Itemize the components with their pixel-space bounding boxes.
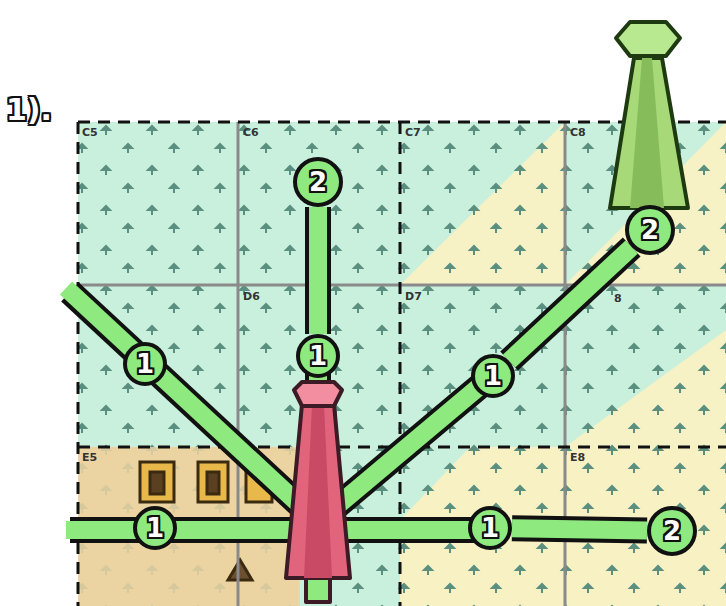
cell-name: C5: [82, 126, 98, 139]
route-circle: 1: [471, 354, 515, 398]
route-lines: [66, 288, 493, 530]
route-number: 2: [309, 169, 327, 195]
route-number: 1: [484, 363, 502, 389]
grass-ground: [78, 122, 726, 606]
route-number: 1: [481, 515, 499, 541]
cell-name: E8: [570, 451, 585, 464]
route-outline: [305, 207, 331, 334]
cell-name: E5: [82, 451, 97, 464]
cell-name: D6: [243, 290, 260, 303]
green-tower: [610, 22, 688, 208]
cell-name: 8: [614, 292, 622, 305]
cell-name: C8: [570, 126, 586, 139]
red-tower: [286, 382, 350, 602]
cell-name: C6: [243, 126, 259, 139]
route-number: 1: [146, 515, 164, 541]
tree-texture: [78, 122, 726, 606]
route-outline: [512, 528, 647, 530]
route-circle: 1: [296, 334, 340, 378]
route-circle: 2: [647, 506, 697, 556]
region-borders: [78, 122, 726, 606]
route-line: [512, 528, 647, 530]
grid-lines: [78, 122, 726, 606]
route-number: 2: [641, 217, 659, 243]
map-number: 1).: [6, 92, 52, 127]
route-number: 1: [136, 351, 154, 377]
route-outline: [509, 247, 632, 361]
route-line: [509, 247, 632, 361]
route-circle: 2: [625, 205, 675, 255]
route-circle: 1: [133, 506, 177, 550]
route-line: [309, 207, 327, 334]
route-number: 2: [663, 518, 681, 544]
route-circle: 1: [468, 506, 512, 550]
cell-name: C7: [405, 126, 421, 139]
route-circle: 2: [293, 157, 343, 207]
route-number: 1: [309, 343, 327, 369]
cell-name: D7: [405, 290, 422, 303]
route-circle: 1: [123, 342, 167, 386]
